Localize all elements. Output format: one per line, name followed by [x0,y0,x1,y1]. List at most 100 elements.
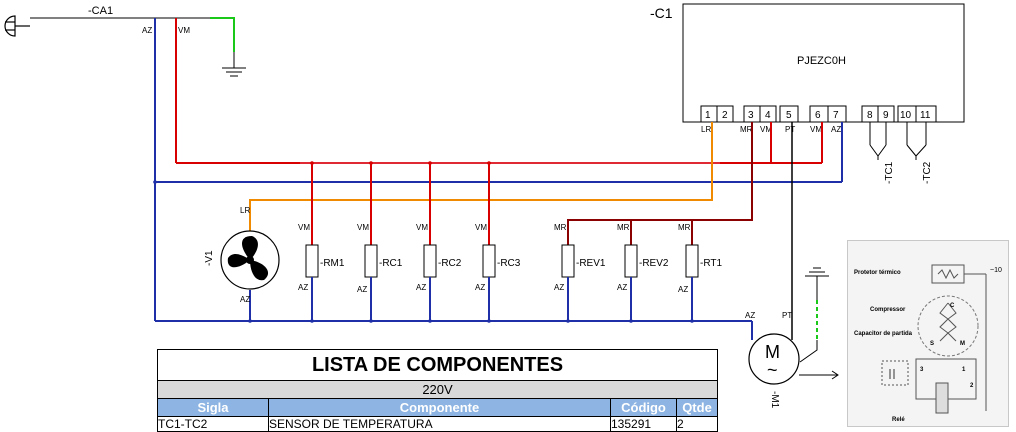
sensor-tc2-icon [906,122,927,160]
fan-az-label: AZ [240,295,250,304]
resistor-rt1 [685,244,699,278]
row-codigo: 135291 [610,416,677,432]
terminal-11: 11 [920,110,931,121]
col-codigo: Código [610,398,677,417]
t7-az-label: AZ [831,125,841,134]
rc3-vm-label: VM [475,223,487,232]
compressor-circle [917,295,979,357]
row-componente: SENSOR DE TEMPERATURA [268,416,611,432]
resistor-rev2 [624,244,638,278]
terminal-1: 1 [705,110,711,121]
component-list-title: LISTA DE COMPONENTES [157,349,718,381]
earth-wire [210,17,235,52]
photo-voltage-mark: ~10 [990,267,1002,274]
rc2-label: -RC2 [438,258,462,269]
terminal-9: 9 [883,110,889,121]
motor-ac-symbol: ~ [767,360,778,380]
rev2-az-label: AZ [617,283,627,292]
fan-lr-label: LR [240,206,250,215]
capacitor-icon [881,360,909,386]
rev1-mr-label: MR [554,223,567,232]
controller-box [682,3,965,123]
tc1-label: -TC1 [884,161,895,184]
fan-icon [220,230,280,290]
t4-vm-label: VM [760,125,772,134]
motor-ground-icon [805,267,829,300]
rc2-az-label: AZ [416,283,426,292]
photo-winding-m: M [960,341,965,347]
motor-pt-label: PT [782,311,792,320]
photo-pin-1: 1 [962,367,966,373]
terminal-strip [700,105,937,123]
motor-label: -M1 [769,391,780,409]
rc1-vm-label: VM [357,223,369,232]
photo-winding-c: C [950,303,955,309]
terminal-8: 8 [867,110,873,121]
row-sigla: TC1-TC2 [157,416,269,432]
t3-mr-label: MR [740,125,753,134]
terminal-3: 3 [748,110,754,121]
terminal-7: 7 [833,110,839,121]
rc3-az-label: AZ [475,283,485,292]
resistor-rc3 [482,244,496,278]
col-sigla: Sigla [157,398,269,417]
lr-wire [249,122,713,231]
feed-az-label: AZ [142,26,152,35]
rev2-label: -REV2 [639,258,669,269]
terminal-5: 5 [786,110,792,121]
row-qtde: 2 [676,416,718,432]
mr-wire [567,122,753,245]
motor-icon [748,333,800,385]
resistor-rev1 [561,244,575,278]
terminal-4: 4 [765,110,771,121]
fan-label: -V1 [204,250,215,266]
ground-icon [222,52,246,77]
t6-vm-label: VM [810,125,822,134]
rt1-mr-label: MR [678,223,691,232]
rc3-label: -RC3 [497,258,521,269]
rm1-vm-label: VM [298,223,310,232]
photo-compressor-label: Compressor [870,307,906,313]
photo-relay-label: Relé [892,417,905,423]
resistor-rc2 [423,244,437,278]
rev1-az-label: AZ [554,283,564,292]
rev2-mr-label: MR [617,223,630,232]
tc2-label: -TC2 [922,161,933,184]
sensor-tc1-icon [869,122,887,160]
rt1-label: -RT1 [700,258,722,269]
rt1-az-label: AZ [678,285,688,294]
power-plug-icon [4,15,30,37]
motor-letter: M [765,342,780,362]
col-qtde: Qtde [676,398,718,417]
rc2-vm-label: VM [416,223,428,232]
photo-winding-s: S [930,341,934,347]
controller-model: PJEZC0H [797,55,846,67]
terminal-10: 10 [900,110,912,121]
rm1-az-label: AZ [298,283,308,292]
photo-pin-2: 2 [970,383,974,389]
component-list-voltage: 220V [157,380,718,399]
compressor-photo: Protetor térmico ~10 Compressor C S M Ca… [847,240,1009,427]
feed-vm-label: VM [178,26,190,35]
table-row: TC1-TC2 SENSOR DE TEMPERATURA 135291 2 [157,416,718,432]
rc1-az-label: AZ [357,285,367,294]
col-componente: Componente [268,398,611,417]
component-list-table: LISTA DE COMPONENTES 220V Sigla Componen… [157,349,718,432]
rev1-label: -REV1 [576,258,606,269]
photo-capacitor-label: Capacitor de partida [854,331,913,337]
resistor-rc1 [364,244,378,278]
controller-label: -C1 [650,5,673,21]
cord-label: -CA1 [88,5,113,17]
t5-pt-label: PT [785,125,795,134]
motor-az-label: AZ [745,311,755,320]
rm1-label: -RM1 [320,258,345,269]
t1-lr-label: LR [701,125,711,134]
terminal-6: 6 [815,110,821,121]
terminal-2: 2 [722,110,728,121]
relay-coil-icon [935,382,949,414]
rc1-label: -RC1 [379,258,403,269]
photo-pin-3: 3 [920,367,924,373]
photo-protector-label: Protetor térmico [854,270,901,276]
resistor-rm1 [305,244,319,278]
